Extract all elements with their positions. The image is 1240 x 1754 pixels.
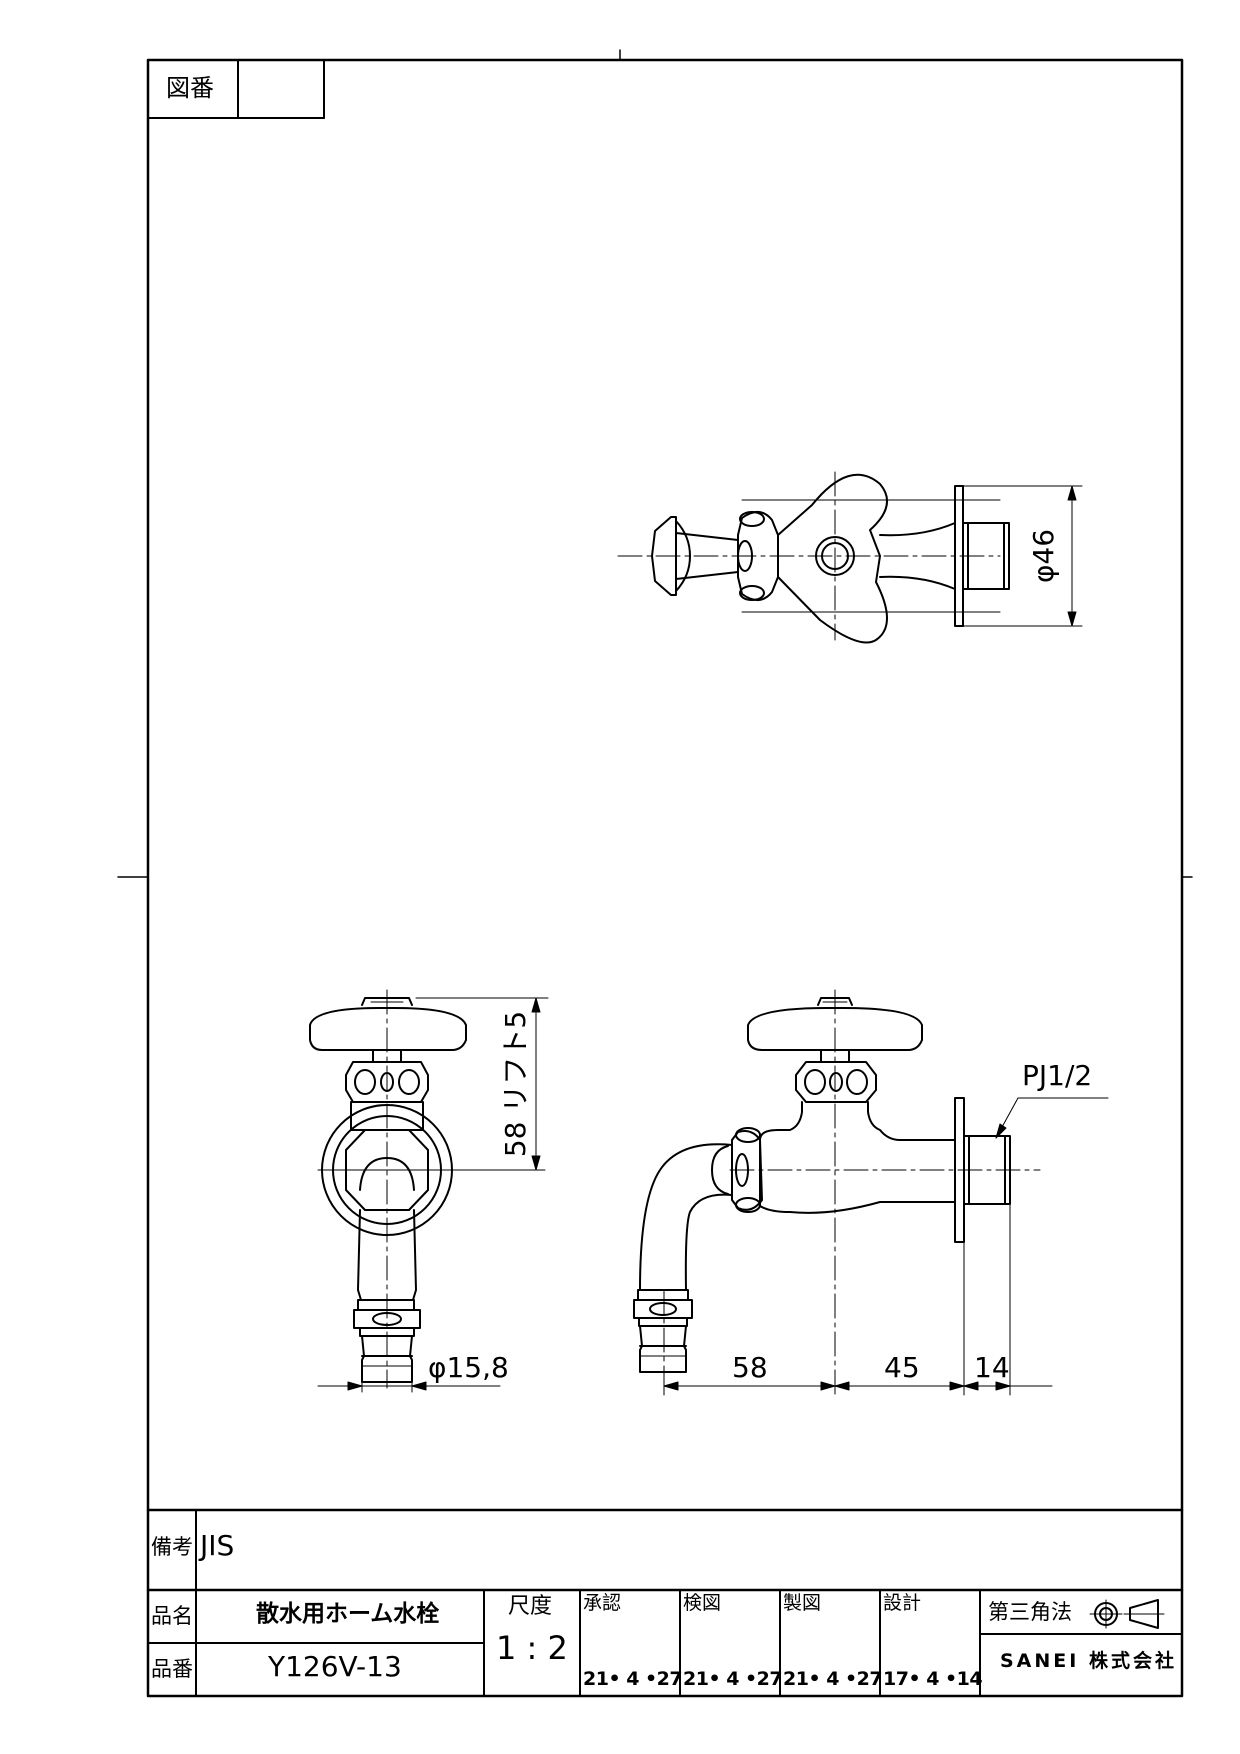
plan-view (617, 471, 1083, 644)
dim-thread-spec: PJ1/2 (1022, 1059, 1093, 1092)
drafting-date: 21• 4 •27 (783, 1668, 883, 1690)
scale-label: 尺度 (508, 1594, 553, 1619)
dim-plan-diameter: φ46 (1027, 528, 1060, 584)
drawing-frame (146, 58, 1184, 1698)
product-number-label: 品番 (151, 1657, 193, 1681)
product-name-label: 品名 (151, 1604, 193, 1628)
product-number-value: Y126V-13 (268, 1650, 402, 1683)
third-angle-projection-icon (1089, 1599, 1165, 1629)
dim-length-14: 14 (974, 1351, 1010, 1384)
dim-outlet-diameter: φ15,8 (428, 1351, 509, 1384)
design-date: 17• 4 •14 (883, 1668, 983, 1690)
check-date: 21• 4 •27 (683, 1668, 783, 1690)
approval-label: 承認 (583, 1592, 622, 1614)
dim-length-58: 58 (732, 1351, 768, 1384)
check-label: 検図 (683, 1592, 722, 1614)
product-name-value: 散水用ホーム水栓 (256, 1601, 440, 1627)
side-view (633, 989, 1109, 1396)
drafting-label: 製図 (783, 1592, 822, 1614)
dim-side-lift: 58 リフト5 (499, 1010, 532, 1158)
scale-value: 1 : 2 (496, 1629, 568, 1667)
design-label: 設計 (883, 1592, 922, 1614)
front-view (309, 989, 549, 1393)
title-block (146, 1508, 1184, 1697)
approval-date: 21• 4 •27 (583, 1668, 683, 1690)
company-name: SANEI 株式会社 (1000, 1650, 1177, 1672)
remarks-label: 備考 (151, 1535, 193, 1559)
dim-length-45: 45 (884, 1351, 920, 1384)
drawing-number-label: 図番 (166, 74, 214, 102)
projection-label: 第三角法 (988, 1600, 1072, 1624)
remarks-value: JIS (200, 1529, 235, 1562)
